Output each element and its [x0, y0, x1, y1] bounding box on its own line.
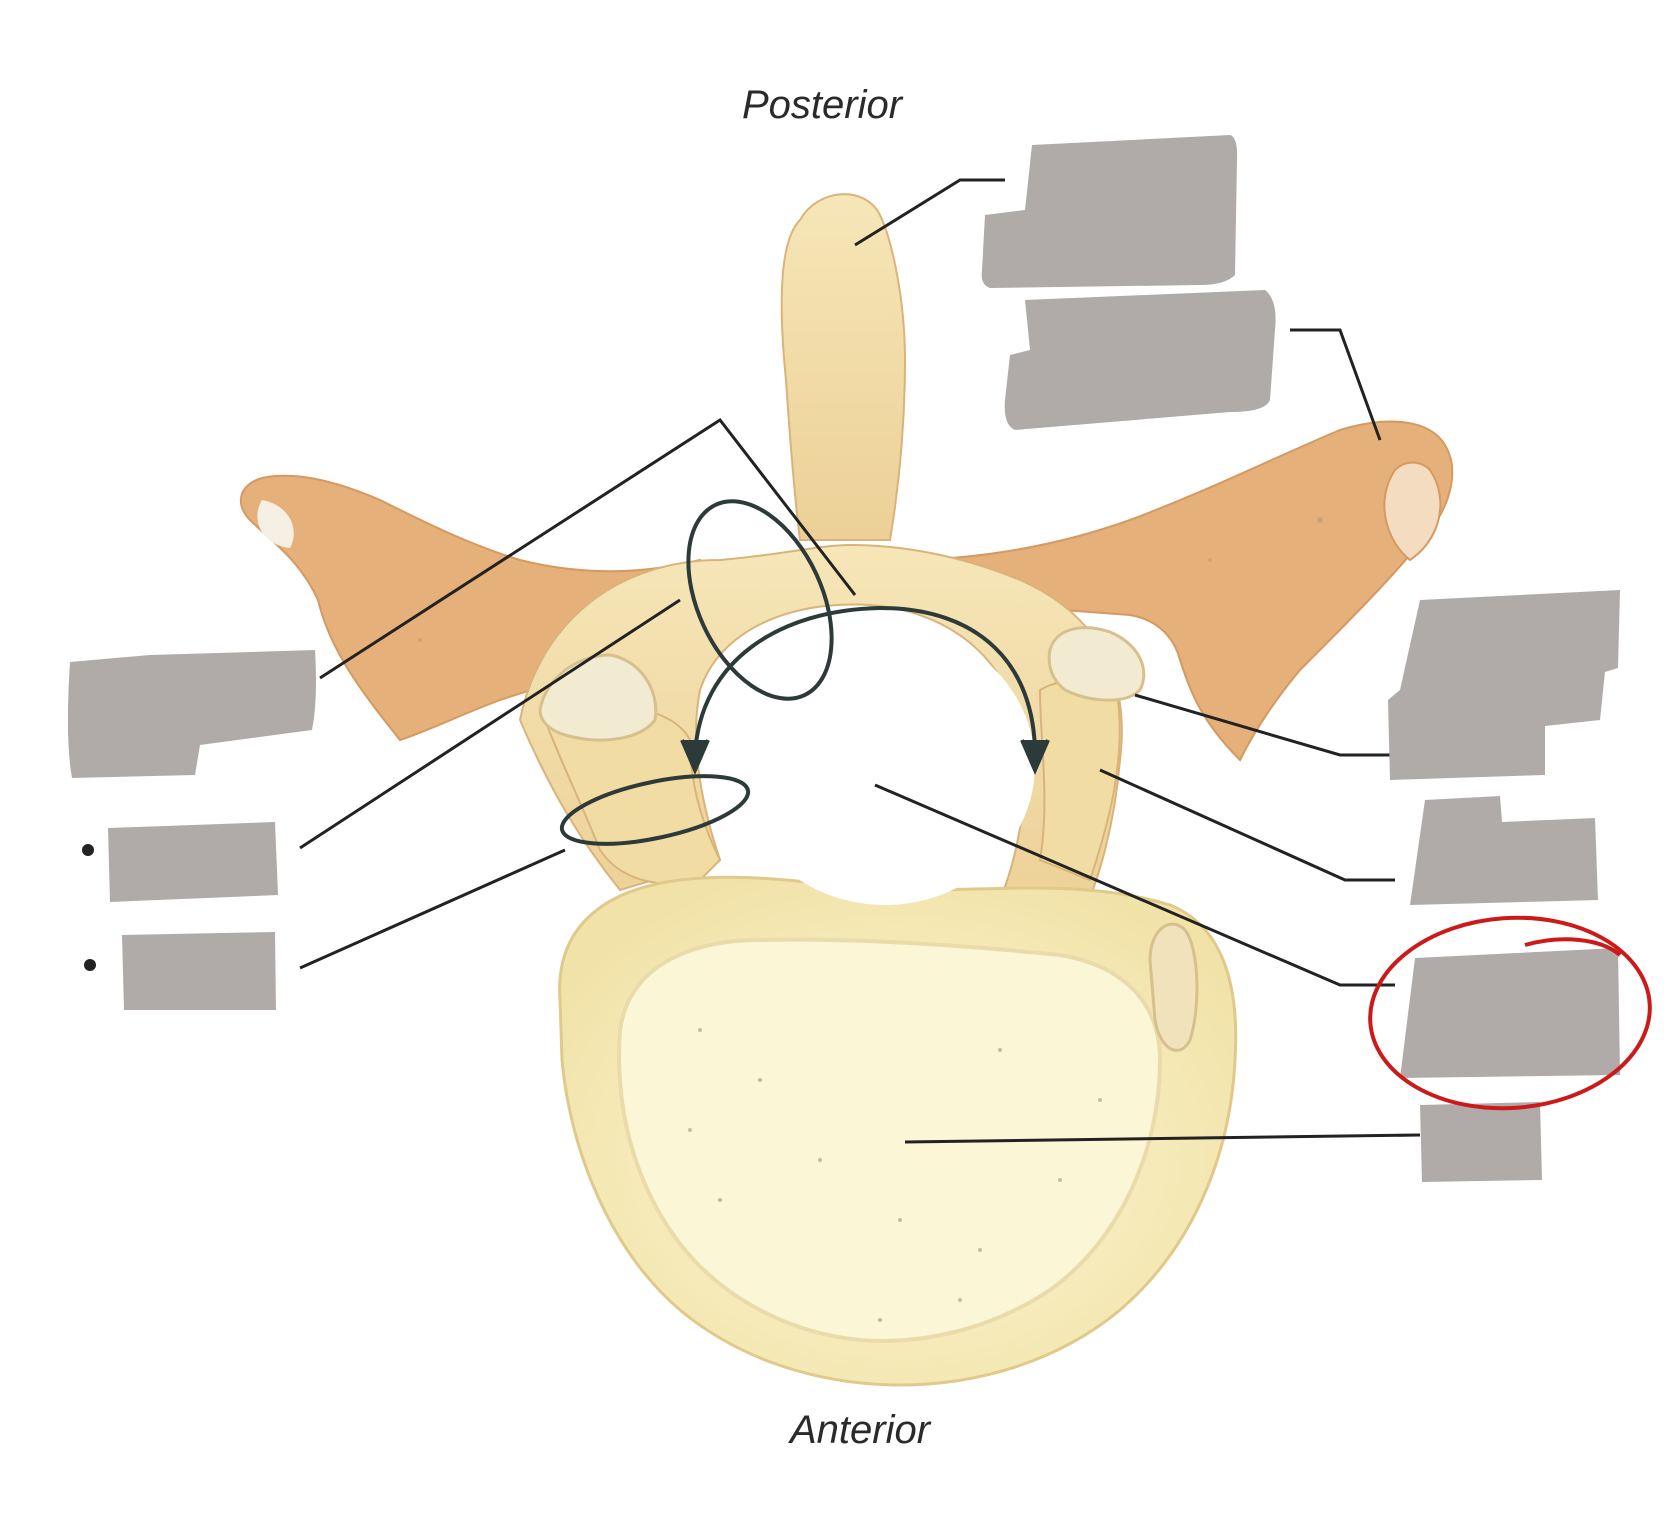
leader-body [904, 1133, 1421, 1144]
label-masks [67, 135, 1620, 1182]
label-mask-vertebral-body [1420, 1102, 1542, 1182]
right-superior-articular-facet [1047, 626, 1146, 702]
red-circle-icon [1368, 915, 1652, 1111]
right-pedicle [1038, 680, 1121, 882]
leader-lamina-bracket [319, 417, 857, 680]
leader-superior-facet-right [1134, 693, 1410, 757]
bullet-dot-icon [84, 959, 96, 971]
posterior-label: Posterior [742, 83, 904, 127]
right-transverse-process [898, 420, 1454, 762]
curved-arrow-icon [559, 499, 1050, 846]
leader-lines [299, 178, 1421, 1144]
leader-pedicle-right [1099, 768, 1395, 882]
left-superior-articular-facet [538, 653, 658, 742]
vertebral-foramen [735, 625, 1035, 905]
left-transverse-tip [257, 500, 294, 548]
label-mask-vertebral-foramen [1400, 948, 1620, 1078]
label-mask-articular-left [122, 932, 276, 1010]
label-mask-pedicle-left [108, 822, 278, 902]
label-mask-superior-facet [1388, 590, 1620, 780]
leader-articular-left [299, 848, 566, 970]
label-mask-transverse-process [1004, 290, 1276, 430]
spinous-process [780, 193, 907, 541]
right-transverse-tip [1383, 461, 1442, 562]
bullet-dot-icon [82, 844, 94, 856]
leader-spinous [854, 178, 1005, 247]
leader-transverse [1290, 328, 1382, 441]
leader-pedicle-left [299, 598, 681, 850]
label-mask-pedicle-right [1410, 796, 1598, 905]
label-mask-lamina [67, 650, 317, 778]
bone-texture [418, 517, 1323, 1322]
anterior-label: Anterior [788, 1408, 932, 1452]
vertebral-body-rim [617, 937, 1163, 1343]
label-mask-spinous-process [981, 135, 1238, 288]
costal-facet [1148, 922, 1199, 1052]
